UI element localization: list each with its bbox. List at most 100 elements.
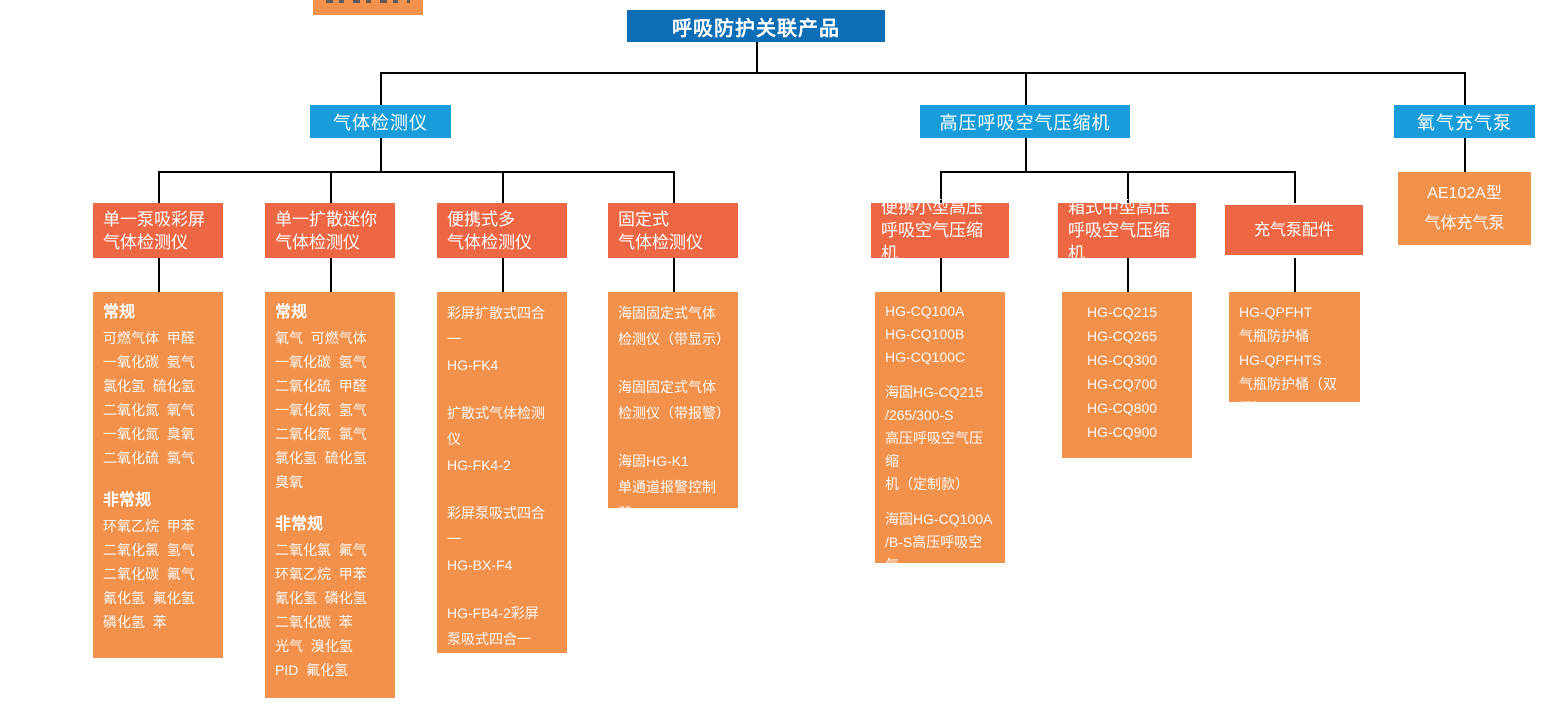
list-group: 彩屏泵吸式四合一 HG-BX-F4 — [447, 500, 557, 578]
list-group-header: 非常规 — [103, 492, 152, 509]
category-node-pump-color-screen: 单一泵吸彩屏气体检测仪 — [93, 203, 223, 258]
list-item: HG-CQ265 — [1087, 328, 1158, 344]
list-item: HG-BX-F4 — [447, 557, 513, 573]
list-item: 一氧化碳 氨气 — [275, 354, 367, 370]
list-group: 便携式气体采样泵HG-CYB-2 — [447, 674, 557, 708]
connector-line — [158, 171, 674, 173]
product-list-pump-color-screen: 常规可燃气体 甲醛一氧化碳 氨气氯化氢 硫化氢二氧化氮 氧气一氧化氮 臭氧二氧化… — [93, 292, 223, 658]
cropped-text-sliver — [326, 0, 410, 3]
list-item: 氯化氢 硫化氢 — [103, 378, 195, 394]
list-item: 磷化氢 苯 — [103, 614, 167, 630]
list-group: 常规氧气 可燃气体一氧化碳 氨气二氧化硫 甲醛一氧化氮 氢气二氧化氮 氯气氯化氢… — [275, 300, 385, 494]
list-item: 彩屏泵吸式四合一 — [447, 505, 545, 547]
list-item: 检测仪（带报警） — [618, 405, 730, 421]
list-item: HG-QPFHT — [1239, 304, 1313, 320]
category-node-cabinet-medium-compressor: 箱式中型高压呼吸空气压缩机 — [1058, 198, 1196, 263]
list-item: HG-CQ700 — [1087, 376, 1158, 392]
list-item: 单通道报警控制器 — [618, 479, 716, 521]
list-group-header: 常规 — [275, 304, 308, 321]
list-group: 海固HG-K1 单通道报警控制器 — [618, 448, 728, 526]
connector-line — [1294, 258, 1296, 292]
connector-line — [756, 42, 758, 72]
list-item: 二氧化氮 氯气 — [275, 426, 367, 442]
list-item: 二氧化氯 氟气 — [275, 542, 367, 558]
text-line: 箱式中型高压 — [1068, 198, 1170, 217]
connector-line — [1127, 258, 1129, 292]
list-item: /B-S高压呼吸空气 — [885, 534, 983, 573]
list-group: 海固HG-CQ100A/B-S高压呼吸空气压缩机（定制款） — [885, 508, 997, 600]
list-item: 二氧化碳 苯 — [275, 614, 353, 630]
root-node: 呼吸防护关联产品 — [627, 10, 885, 42]
list-item: HG-CQ300 — [1087, 352, 1158, 368]
branch-node-gas-detector: 气体检测仪 — [310, 105, 451, 138]
product-list-diffusion-mini: 常规氧气 可燃气体一氧化碳 氨气二氧化硫 甲醛一氧化氮 氢气二氧化氮 氯气氯化氢… — [265, 292, 395, 698]
list-item: HG-CQ100C — [885, 349, 966, 365]
list-item: 气瓶防护桶（双桶） — [1239, 376, 1337, 416]
connector-line — [673, 171, 675, 203]
list-item: 二氧化氮 氧气 — [103, 402, 195, 418]
list-item: 海固HG-CQ100A — [885, 511, 993, 527]
text-line: 呼吸空气压缩机 — [1068, 221, 1170, 263]
category-node-pump-accessories: 充气泵配件 — [1225, 205, 1363, 255]
connector-line — [380, 138, 382, 171]
list-item: 海固HG-K1 — [618, 453, 689, 469]
text-line: 单一泵吸彩屏 — [103, 209, 205, 229]
list-group: 常规可燃气体 甲醛一氧化碳 氨气氯化氢 硫化氢二氧化氮 氧气一氧化氮 臭氧二氧化… — [103, 300, 213, 470]
text-line: 气体检测仪 — [275, 232, 360, 252]
connector-line — [502, 171, 504, 203]
list-item: HG-CQ900 — [1087, 424, 1158, 440]
list-group: 海固固定式气体检测仪（带显示） — [618, 300, 730, 352]
text-line: 便携小型高压 — [881, 198, 983, 217]
list-item: HG-FK4 — [447, 357, 499, 373]
list-group: 彩屏扩散式四合一 HG-FK4 — [447, 300, 557, 378]
category-node-fixed-detector: 固定式气体检测仪 — [608, 203, 738, 258]
list-item: 气瓶防护桶 — [1239, 328, 1309, 344]
text-line: 气体充气泵 — [1424, 214, 1505, 232]
text-line: 气体检测仪 — [618, 232, 703, 252]
list-item: 海固固定式气体 — [618, 379, 716, 395]
product-node-ae102a: AE102A型气体充气泵 — [1398, 172, 1531, 245]
list-item: HG-FK4-2 — [447, 457, 511, 473]
list-item: 高压呼吸空气压缩 — [885, 430, 983, 469]
text-line: 固定式 — [618, 209, 669, 229]
connector-line — [1025, 72, 1027, 105]
list-item: 检测仪（带显示） — [618, 331, 730, 347]
list-group-header: 常规 — [103, 304, 136, 321]
connector-line — [1464, 72, 1466, 105]
connector-line — [1294, 171, 1296, 203]
list-item: HG-CQ215 — [1087, 304, 1158, 320]
list-item: 可燃气体 甲醛 — [103, 330, 195, 346]
text-line: AE102A型 — [1427, 184, 1502, 202]
list-item: HG-CQ800 — [1087, 400, 1158, 416]
list-item: 彩屏扩散式四合一 — [447, 305, 545, 347]
list-item: HG-FB4-2彩屏 — [447, 605, 539, 621]
branch-node-oxygen-pump: 氧气充气泵 — [1394, 105, 1535, 138]
list-item: 二氧化硫 甲醛 — [275, 378, 367, 394]
list-item: HG-CQ100A — [885, 303, 965, 319]
list-item: 氯化氢 硫化氢 — [275, 450, 367, 466]
text-line: 便携式多 — [447, 209, 515, 229]
list-item: 海固固定式气体 — [618, 305, 716, 321]
connector-line — [380, 72, 382, 105]
category-node-portable-multi: 便携式多气体检测仪 — [437, 203, 567, 258]
list-item: /265/300-S — [885, 407, 954, 423]
connector-line — [1025, 138, 1027, 171]
list-item: 一氧化氮 臭氧 — [103, 426, 195, 442]
list-item: 泵吸式四合一 — [447, 631, 531, 647]
cropped-box-top-left — [313, 0, 423, 15]
list-item: 一氧化氮 氢气 — [275, 402, 367, 418]
list-item: 压缩机（定制款） — [885, 580, 997, 596]
list-item: 二氧化硫 氯气 — [103, 450, 195, 466]
connector-line — [673, 258, 675, 292]
category-node-diffusion-mini: 单一扩散迷你气体检测仪 — [265, 203, 395, 258]
list-item: 光气 溴化氢 — [275, 638, 353, 654]
